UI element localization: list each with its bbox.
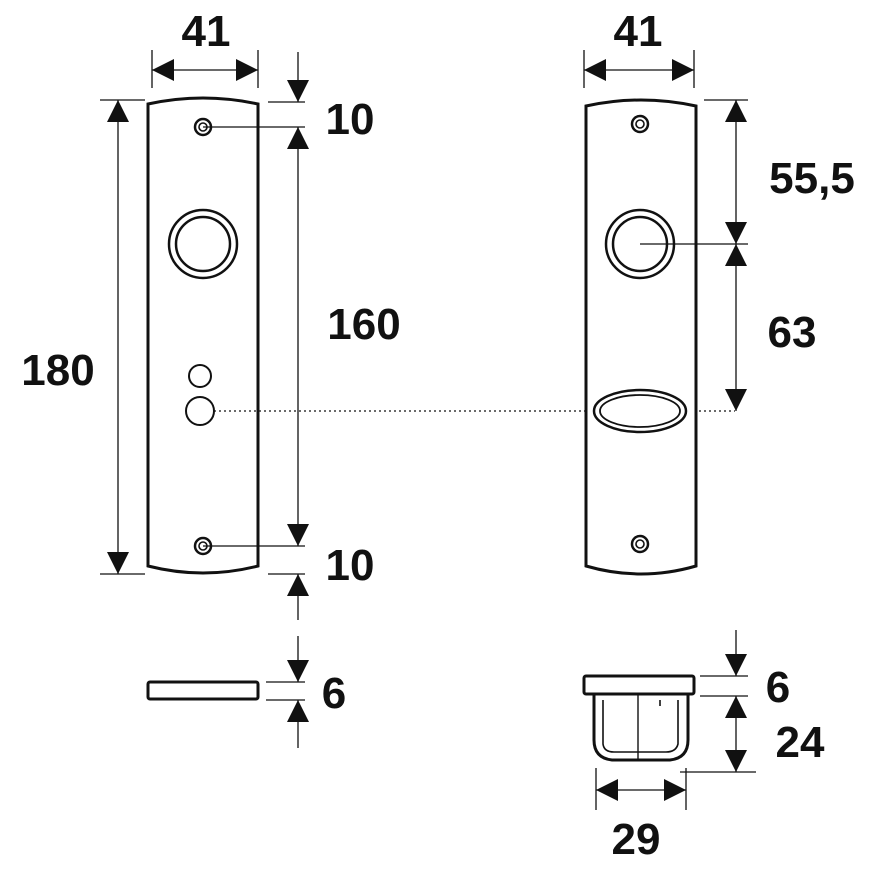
front-handle-hole — [167, 208, 239, 280]
back-rose-dimensions — [595, 630, 756, 810]
back-body-height-label: 24 — [776, 718, 825, 767]
front-thickness-dimension — [266, 636, 309, 748]
back-lower-label: 63 — [768, 308, 817, 357]
back-plate — [584, 98, 698, 576]
front-width-dimension — [151, 50, 259, 88]
back-vertical-chain — [704, 99, 748, 411]
front-height-dimension — [100, 99, 145, 575]
back-top-screw-hole — [630, 114, 650, 134]
front-vertical-chain — [268, 52, 309, 620]
front-hole-spacing-label: 160 — [327, 300, 400, 349]
back-bottom-screw-hole — [630, 534, 650, 554]
back-upper-label: 55,5 — [769, 154, 855, 203]
back-indicator-slot — [592, 388, 688, 434]
back-rose-profile — [582, 674, 696, 762]
front-thickness-label: 6 — [322, 669, 346, 718]
front-small-hole — [188, 364, 212, 388]
front-bottom-offset-label: 10 — [326, 541, 375, 590]
front-plate — [146, 96, 260, 575]
back-top-thickness-label: 6 — [766, 663, 790, 712]
front-plate-profile — [146, 680, 260, 701]
back-plate-outline — [584, 98, 698, 576]
back-width-label: 41 — [614, 7, 663, 56]
front-top-offset-label: 10 — [326, 95, 375, 144]
back-width-dimension — [583, 50, 695, 88]
front-width-label: 41 — [182, 7, 231, 56]
back-body-width-label: 29 — [612, 815, 661, 864]
front-height-label: 180 — [21, 346, 94, 395]
front-plate-outline — [146, 96, 260, 575]
